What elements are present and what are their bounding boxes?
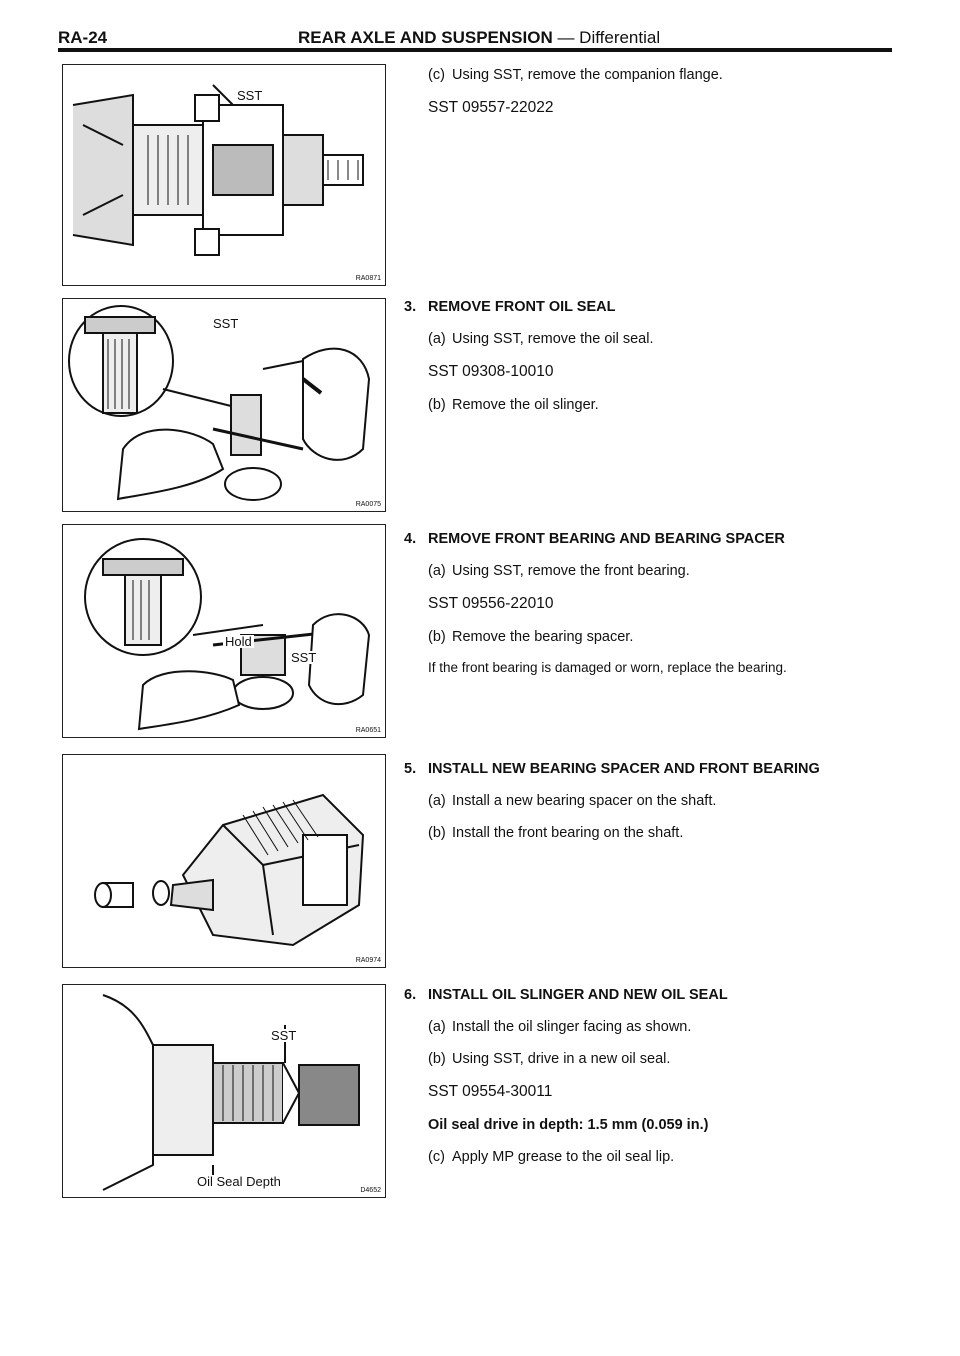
line-tag: (b) bbox=[428, 628, 446, 645]
step-3: 3. REMOVE FRONT OIL SEAL (a) Using SST, re… bbox=[404, 298, 904, 428]
line-tag: (c) bbox=[428, 1148, 445, 1165]
line-tag: (b) bbox=[428, 1051, 446, 1068]
step-heading-text: INSTALL NEW BEARING SPACER AND FRONT BEA… bbox=[428, 761, 820, 777]
instruction-line: (a) Install a new bearing spacer on the s… bbox=[428, 792, 904, 810]
line-text: Using SST, drive in a new oil seal. bbox=[452, 1051, 671, 1068]
step-number: 3. bbox=[404, 299, 417, 315]
page-header: RA-24 REAR AXLE AND SUSPENSION — Differe… bbox=[58, 28, 892, 52]
oil-seal-install-illustration bbox=[102, 994, 360, 1191]
line-tag: (a) bbox=[428, 331, 446, 348]
section-title: REAR AXLE AND SUSPENSION — Differential bbox=[298, 28, 660, 48]
instruction-line: (b) Remove the bearing spacer. bbox=[428, 628, 904, 646]
line-text: Using SST, remove the front bearing. bbox=[452, 563, 690, 580]
oil-seal-depth-spec: Oil seal drive in depth: 1.5 mm (0.059 i… bbox=[428, 1116, 709, 1133]
line-tag: (b) bbox=[428, 396, 446, 413]
step-heading-text: INSTALL OIL SLINGER AND NEW OIL SEAL bbox=[428, 987, 728, 1003]
line-text: Install a new bearing spacer on the shaf… bbox=[452, 793, 717, 810]
instruction-line: (b) Install the front bearing on the shaf… bbox=[428, 824, 904, 842]
figure-companion-flange: SST RA0871 bbox=[62, 64, 386, 286]
step-number: 5. bbox=[404, 761, 417, 777]
section-subtitle: — Differential bbox=[552, 28, 661, 47]
figure-label-oil-seal-depth: Oil Seal Depth bbox=[195, 1174, 283, 1189]
step-5: 5. INSTALL NEW BEARING SPACER AND FRONT B… bbox=[404, 760, 904, 856]
step-number: 4. bbox=[404, 531, 417, 547]
instruction-line: (b) Using SST, drive in a new oil seal. bbox=[428, 1050, 904, 1068]
step-4: 4. REMOVE FRONT BEARING AND BEARING SPACE… bbox=[404, 530, 904, 691]
figure-label-sst: SST bbox=[211, 316, 241, 331]
instruction-line: (a) Using SST, remove the oil seal. bbox=[428, 330, 904, 348]
figure-code: D4652 bbox=[360, 1187, 381, 1194]
figure-oil-seal-install: SST Oil Seal Depth D4652 bbox=[62, 984, 386, 1198]
differential-housing-illustration bbox=[94, 793, 365, 947]
header-rule bbox=[58, 48, 892, 52]
page-number: RA-24 bbox=[58, 28, 108, 47]
oil-seal-removal-illustration bbox=[68, 305, 371, 501]
figure-code: RA0974 bbox=[355, 957, 381, 964]
line-text: Install the oil slinger facing as shown. bbox=[452, 1019, 692, 1036]
figure-label-hold: Hold bbox=[223, 634, 254, 649]
step-number: 6. bbox=[404, 987, 417, 1003]
sst-number: SST 09308-10010 bbox=[428, 363, 554, 381]
figure-label-sst: SST bbox=[289, 650, 319, 665]
step-heading: 3. REMOVE FRONT OIL SEAL bbox=[404, 298, 904, 316]
line-text: Remove the oil slinger. bbox=[452, 396, 599, 413]
line-tag: (c) bbox=[428, 67, 445, 83]
line-tag: (b) bbox=[428, 825, 446, 842]
line-text: Install the front bearing on the shaft. bbox=[452, 825, 684, 842]
sst-number: SST 09556-22010 bbox=[428, 595, 554, 613]
sst-number: SST 09554-30011 bbox=[428, 1083, 553, 1101]
step-heading: 5. INSTALL NEW BEARING SPACER AND FRONT B… bbox=[404, 760, 904, 778]
step-heading-text: REMOVE FRONT OIL SEAL bbox=[428, 299, 616, 315]
instruction-line: (a) Install the oil slinger facing as sho… bbox=[428, 1018, 904, 1036]
instruction-line: (a) Using SST, remove the front bearing. bbox=[428, 562, 904, 580]
step-6: 6. INSTALL OIL SLINGER AND NEW OIL SEAL (… bbox=[404, 986, 904, 1180]
figure-code: RA0871 bbox=[355, 275, 381, 282]
instruction-line: (c) Using SST, remove the companion flang… bbox=[428, 66, 904, 84]
line-tag: (a) bbox=[428, 793, 446, 810]
figure-code: RA0651 bbox=[355, 727, 381, 734]
companion-flange-illustration bbox=[72, 84, 364, 256]
line-text: Using SST, remove the companion flange. bbox=[452, 67, 723, 83]
step-companion-flange: (c) Using SST, remove the companion flang… bbox=[404, 66, 904, 132]
line-text: Apply MP grease to the oil seal lip. bbox=[452, 1148, 675, 1165]
figure-front-bearing-removal: Hold SST RA0651 bbox=[62, 524, 386, 738]
sst-number: SST 09557-22022 bbox=[428, 99, 554, 117]
figure-label-sst: SST bbox=[269, 1028, 299, 1043]
step-heading: 4. REMOVE FRONT BEARING AND BEARING SPACE… bbox=[404, 530, 904, 548]
figure-label-sst: SST bbox=[235, 88, 265, 103]
section-title-text: REAR AXLE AND SUSPENSION bbox=[298, 28, 553, 47]
step-heading: 6. INSTALL OIL SLINGER AND NEW OIL SEAL bbox=[404, 986, 904, 1004]
line-tag: (a) bbox=[428, 1019, 446, 1036]
line-text: Using SST, remove the oil seal. bbox=[452, 331, 654, 348]
line-text: Remove the bearing spacer. bbox=[452, 628, 634, 645]
figure-code: RA0075 bbox=[355, 501, 381, 508]
figure-bearing-spacer-install: RA0974 bbox=[62, 754, 386, 968]
front-bearing-removal-illustration bbox=[84, 538, 371, 731]
instruction-line: (b) Remove the oil slinger. bbox=[428, 396, 904, 414]
instruction-line: (c) Apply MP grease to the oil seal lip. bbox=[428, 1148, 904, 1166]
figure-oil-seal-removal: SST RA0075 bbox=[62, 298, 386, 512]
step-heading-text: REMOVE FRONT BEARING AND BEARING SPACER bbox=[428, 531, 785, 547]
note-text: If the front bearing is damaged or worn,… bbox=[428, 659, 787, 675]
line-tag: (a) bbox=[428, 563, 446, 580]
